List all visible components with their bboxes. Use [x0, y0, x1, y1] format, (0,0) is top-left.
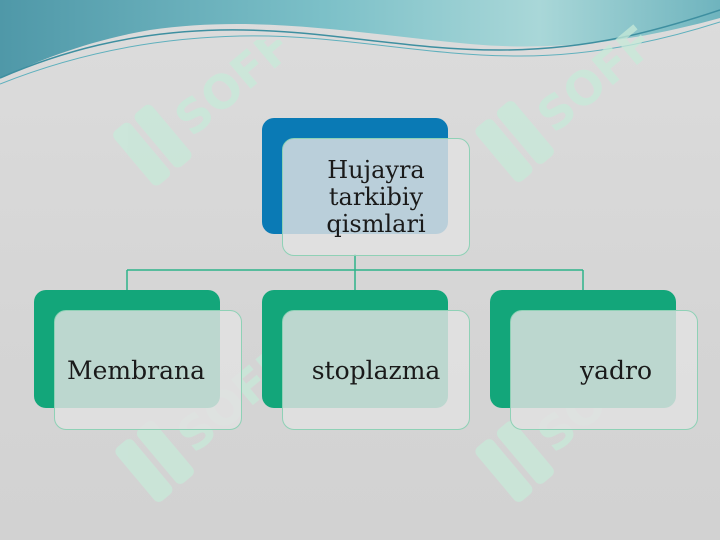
child-node-label: yadro: [579, 355, 653, 385]
child-node-yadro: yadro: [510, 310, 698, 430]
child-node-membrana: Membrana: [54, 310, 242, 430]
top-wave-decoration: [0, 0, 720, 85]
child-node-label: stoplazma: [311, 355, 441, 385]
child-node-label: Membrana: [67, 355, 205, 385]
child-node-stoplazma: stoplazma: [282, 310, 470, 430]
root-node: Hujayra tarkibiy qismlari: [282, 138, 470, 256]
root-node-label: Hujayra tarkibiy qismlari: [326, 155, 426, 238]
soff-logo-watermark: SOFF: [475, 20, 665, 182]
soff-logo-watermark: SOFF: [113, 40, 290, 186]
